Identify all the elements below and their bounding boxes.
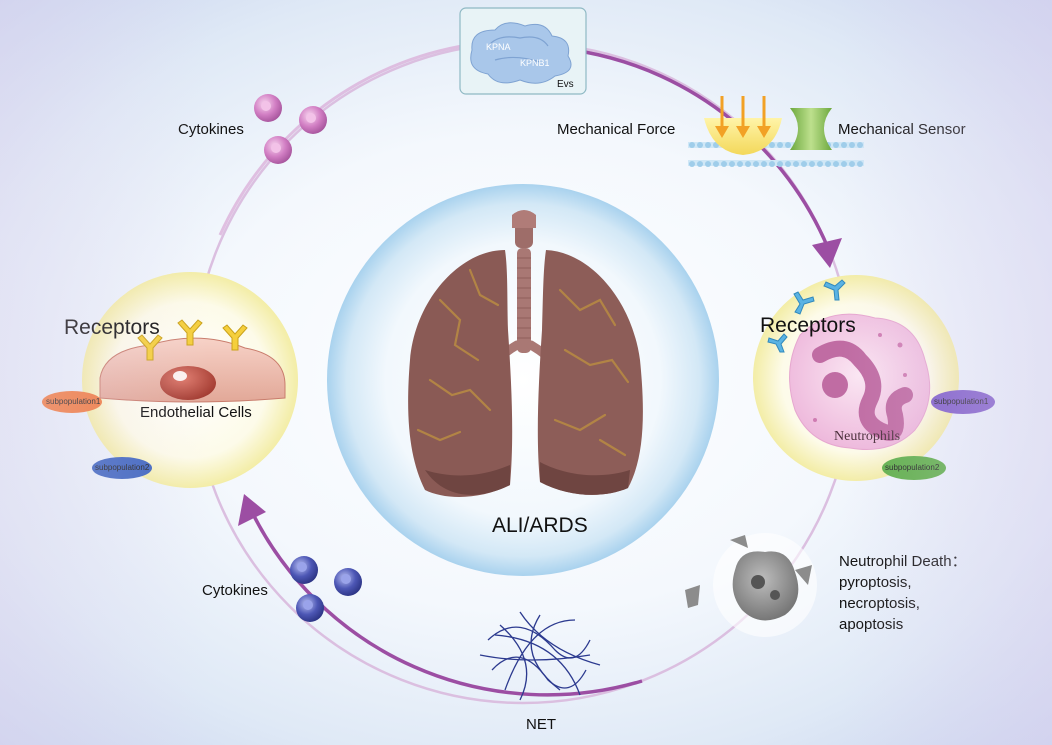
endothelial-cell <box>99 337 286 403</box>
evs-label: Evs <box>557 79 574 90</box>
lungs-illustration <box>408 210 643 497</box>
subpopulation1-badge-left <box>42 391 102 413</box>
receptor-icon <box>767 279 846 353</box>
mechanical-force-label: Mechanical Force <box>557 121 676 138</box>
neutrophils-label: Neutrophils <box>834 429 901 444</box>
death-mode-necroptosis: necroptosis, <box>839 595 920 612</box>
death-mode-apoptosis: apoptosis <box>839 616 904 633</box>
protein-kpnb1-label: KPNB1 <box>520 58 550 68</box>
death-mode-pyroptosis: pyroptosis, <box>839 574 912 591</box>
cytokine-pink-icon <box>254 94 327 164</box>
subpopulation2-badge-right <box>882 456 946 480</box>
cytokines-bottom-label: Cytokines <box>202 582 268 599</box>
neutrophil-subpopulation1-label: subpopulation1 <box>934 397 989 406</box>
receptor-icon <box>137 319 248 361</box>
neutrophil-death-title: Neutrophil Death： <box>839 553 967 570</box>
net-fibers-icon <box>479 611 601 701</box>
mechanical-sensor-label: Mechanical Sensor <box>838 121 966 138</box>
protein-kpna-label: KPNA <box>486 42 511 52</box>
membrane-bilayer <box>688 142 864 167</box>
neutrophil-subpopulation2-label: subpopulation2 <box>885 463 940 472</box>
force-arrows-icon <box>715 96 771 138</box>
endothelial-subpopulation2-label: subpopulation2 <box>95 463 150 472</box>
arrowhead-right <box>812 238 842 268</box>
subpopulation1-badge-right <box>931 390 995 414</box>
arrowhead-left <box>238 494 266 526</box>
neutrophil-death-icon <box>685 533 817 637</box>
neutrophil-receptors-label: Receptors <box>760 314 856 337</box>
endothelial-receptors-label: Receptors <box>64 316 160 339</box>
net-label: NET <box>526 716 556 733</box>
endothelial-cells-label: Endothelial Cells <box>140 404 252 421</box>
subpopulation2-badge-left <box>92 457 152 479</box>
cytokines-top-label: Cytokines <box>178 121 244 138</box>
arrow-net-to-endothelial <box>248 507 643 697</box>
cytokine-blue-icon <box>290 556 362 622</box>
neutrophil-death-text: Neutrophil Death： pyroptosis, necroptosi… <box>839 551 967 635</box>
center-label: ALI/ARDS <box>492 514 588 537</box>
endothelial-subpopulation1-label: subpopulation1 <box>46 397 101 406</box>
mechanical-sensor-icon <box>790 108 832 150</box>
neutrophil-cell <box>789 313 931 451</box>
kpnb-protein-icon <box>470 22 572 84</box>
